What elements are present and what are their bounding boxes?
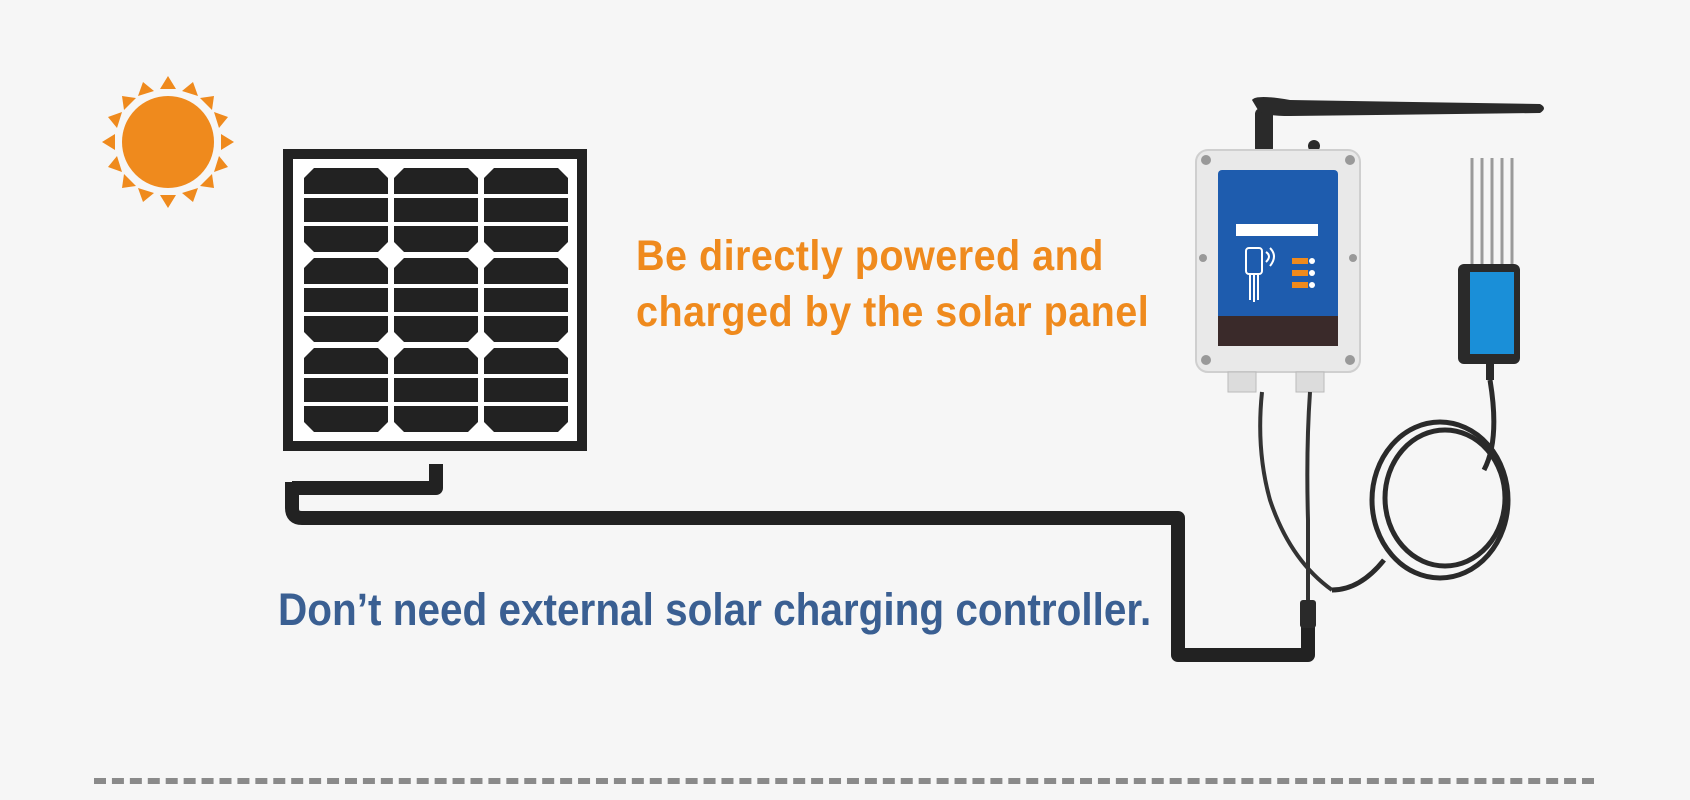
solar-cell-stripe (304, 194, 388, 198)
solar-cell-stripe (304, 402, 388, 406)
headline: Be directly powered and charged by the s… (636, 228, 1149, 340)
solar-cell-stripe (394, 194, 478, 198)
solar-cell (394, 168, 478, 252)
solar-cell (484, 348, 568, 432)
dashed-divider (94, 778, 1594, 784)
solar-cell-stripe (394, 402, 478, 406)
solar-cell-stripe (484, 312, 568, 316)
sun-icon (102, 76, 234, 208)
solar-cell (304, 168, 388, 252)
solar-cell (394, 258, 478, 342)
solar-cell-stripe (484, 194, 568, 198)
solar-cell-stripe (304, 312, 388, 316)
solar-cell-stripe (394, 284, 478, 288)
solar-cell-stripe (394, 374, 478, 378)
solar-cell (394, 348, 478, 432)
panel-cable (285, 464, 1315, 662)
solar-cell-stripe (484, 284, 568, 288)
solar-panel-icon (283, 149, 587, 451)
solar-cell-stripe (304, 284, 388, 288)
solar-cell-stripe (484, 374, 568, 378)
soil-sensor-probe (1331, 158, 1520, 593)
solar-cell-stripe (484, 222, 568, 226)
solar-cell (304, 348, 388, 432)
subline: Don’t need external solar charging contr… (278, 584, 1152, 635)
data-logger-device (1195, 97, 1544, 628)
solar-cell (484, 168, 568, 252)
solar-cell-stripe (394, 312, 478, 316)
headline-line-2: charged by the solar panel (636, 288, 1150, 336)
solar-cell-stripe (394, 222, 478, 226)
solar-cell-stripe (304, 222, 388, 226)
headline-line-1: Be directly powered and (636, 232, 1104, 280)
solar-cell-stripe (304, 374, 388, 378)
solar-cell-stripe (484, 402, 568, 406)
solar-cell (484, 258, 568, 342)
solar-cell (304, 258, 388, 342)
